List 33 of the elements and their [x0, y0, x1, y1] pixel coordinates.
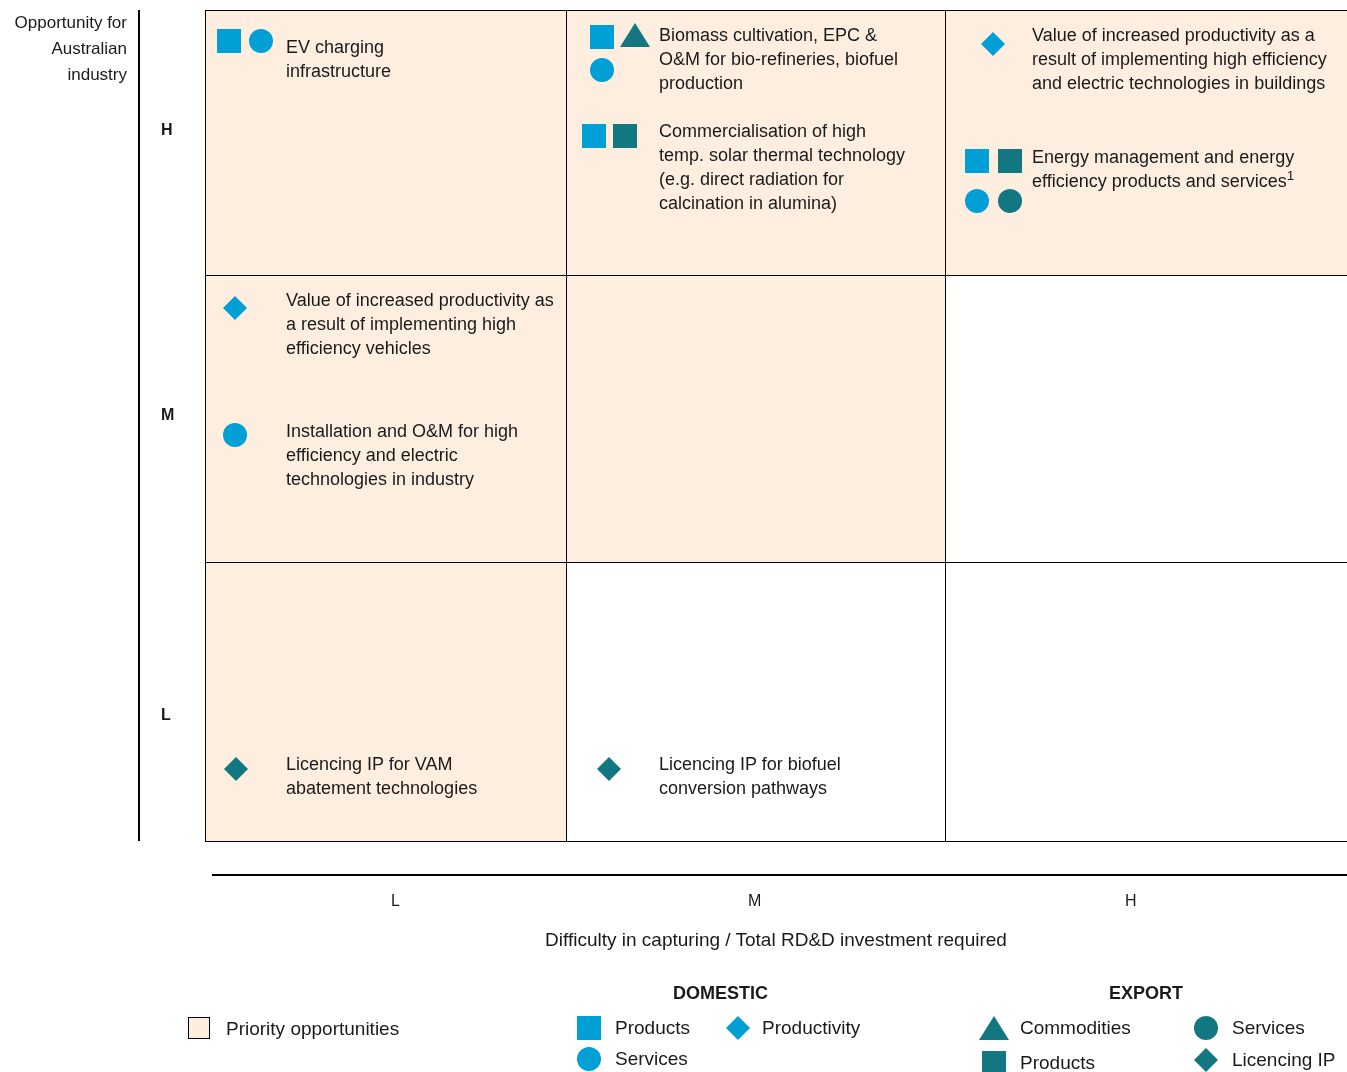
legend-heading: EXPORT [1109, 982, 1183, 1005]
opportunity-text: Value of increased productivity as a result of implementing high efficiency vehicles [286, 289, 555, 360]
axis-title: Difficulty in capturing / Total RD&D investment required [544, 928, 1008, 952]
axis-tick-label: L [161, 705, 171, 725]
legend-heading: DOMESTIC [673, 982, 768, 1005]
opportunity-text: Commercialisation of high temp. solar thermal technology (e.g. direct radiation for calcination in alumina) [659, 120, 907, 215]
opportunity-text: EV charging infrastructure [286, 36, 393, 83]
matrix-cell [205, 275, 566, 562]
axis-tick-label: L [391, 891, 400, 911]
matrix-cell [205, 562, 566, 842]
legend-label: Services [615, 1047, 688, 1071]
opportunity-text: Value of increased productivity as a result of implementing high efficiency and electric technologies in buildings [1032, 24, 1328, 95]
matrix-cell [945, 10, 1347, 275]
axis-tick-label: M [748, 891, 762, 911]
opportunity-text: Energy management and energy efficiency products and services$^{1}$ [1032, 146, 1296, 193]
legend-label: Products [1020, 1051, 1095, 1072]
legend-label: Productivity [762, 1016, 861, 1040]
axis-tick-label: M [161, 405, 175, 425]
axis-tick-label: H [161, 120, 173, 140]
matrix-cell [566, 562, 945, 842]
axis-tick-label: H [1125, 891, 1137, 911]
opportunity-text: Biomass cultivation, EPC & O&M for bio-refineries, biofuel production [659, 24, 900, 95]
axis-title: Opportunity for Australian industry [13, 12, 127, 86]
matrix-cell [205, 10, 566, 275]
opportunity-text: Licencing IP for VAM abatement technologies [286, 753, 479, 800]
legend-label: Services [1232, 1016, 1305, 1040]
legend-label: Commodities [1020, 1016, 1131, 1040]
matrix-cell [566, 10, 945, 275]
legend-label: Priority opportunities [226, 1017, 400, 1041]
opportunity-text: Licencing IP for biofuel conversion pathways [659, 753, 842, 800]
legend-label: Licencing IP [1232, 1048, 1336, 1072]
opportunity-text: Installation and O&M for high efficiency and electric technologies in industry [286, 420, 520, 491]
legend-label: Products [615, 1016, 690, 1040]
